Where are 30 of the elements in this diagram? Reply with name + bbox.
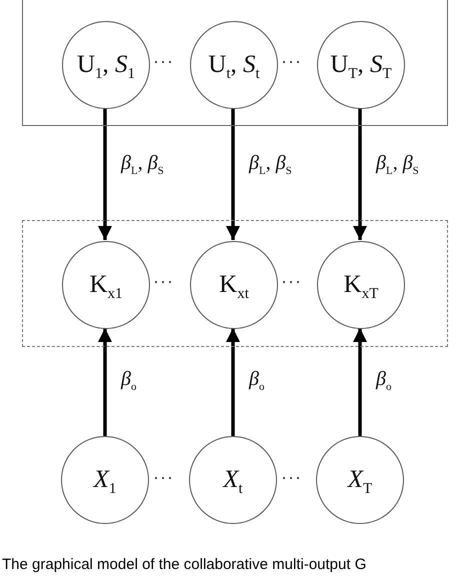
arrow xyxy=(226,108,240,240)
variable-label: K$_{xt}$ xyxy=(219,271,249,299)
edge-label: β$_{o}$ xyxy=(249,368,264,391)
edge-label: β$_{o}$ xyxy=(376,368,392,391)
edge-label: β$_{L}$, β$_{S}$ xyxy=(249,152,292,175)
arrow xyxy=(226,328,240,436)
ellipsis: ··· xyxy=(153,52,174,73)
ellipsis: ··· xyxy=(153,272,174,293)
variable-label: K$_{xT}$ xyxy=(344,271,378,299)
variable-label: U$_{t}$, S$_{t}$ xyxy=(208,51,260,79)
variable-label: U$_{T}$, S$_{T}$ xyxy=(330,51,392,79)
plate-frame xyxy=(22,0,448,126)
arrow xyxy=(353,108,367,240)
caption: The graphical model of the collaborative multi-output G xyxy=(2,556,366,573)
variable-label: X$_{t}$ xyxy=(223,466,243,494)
variable-label: X$_{1}$ xyxy=(94,466,116,494)
edge-label: β$_{o}$ xyxy=(121,368,136,391)
edge-label: β$_{L}$, β$_{S}$ xyxy=(121,152,164,175)
arrow xyxy=(353,328,367,436)
variable-label: K$_{x1}$ xyxy=(89,271,123,299)
plate-frame xyxy=(22,220,448,347)
edge-label: β$_{L}$, β$_{S}$ xyxy=(376,152,419,175)
ellipsis: ··· xyxy=(153,468,174,489)
ellipsis: ··· xyxy=(281,468,302,489)
ellipsis: ··· xyxy=(281,272,302,293)
ellipsis: ··· xyxy=(281,52,302,73)
variable-label: X$_{T}$ xyxy=(348,466,372,494)
arrow xyxy=(98,328,112,436)
arrow xyxy=(98,108,112,240)
variable-label: U$_{1}$, S$_{1}$ xyxy=(76,51,136,79)
